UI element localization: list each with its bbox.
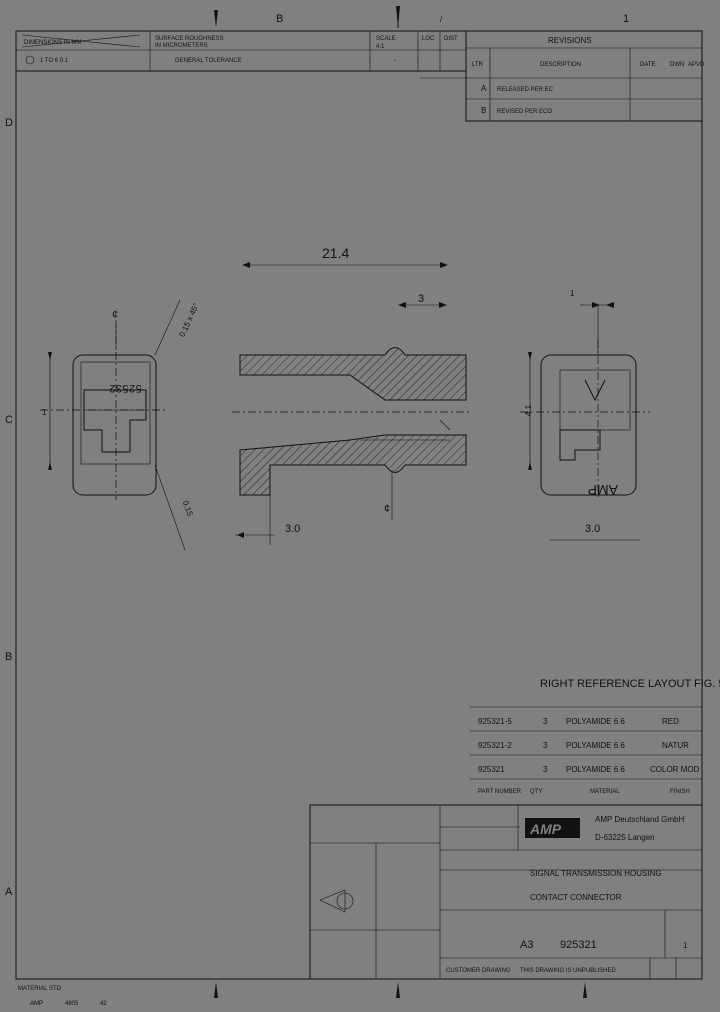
rev-row-a-desc: RELEASED PER EC xyxy=(497,87,554,93)
rev-col-dwn: DWN xyxy=(670,62,684,68)
rev-row-b-desc: REVISED PER ECO xyxy=(497,109,552,115)
footer-notes: MATERIAL STD AMP 4805 42 xyxy=(18,986,107,1007)
right-part-mark: AMP xyxy=(588,482,618,498)
row2-qty: 3 xyxy=(543,741,548,750)
rev-col-desc: DESCRIPTION xyxy=(540,62,581,68)
unpublished-note: THIS DRAWING IS UNPUBLISHED xyxy=(520,968,616,974)
svg-text:4:1: 4:1 xyxy=(376,44,385,50)
drawing-title-1: SIGNAL TRANSMISSION HOUSING xyxy=(530,869,662,878)
svg-text:-: - xyxy=(394,58,396,64)
diag-bottom-dim: 0.15 xyxy=(181,499,195,517)
zone-label-a: A xyxy=(5,886,13,898)
zone-label-d: D xyxy=(5,117,13,129)
row3-color: COLOR MOD xyxy=(650,765,700,774)
top-left-title-strip: DIMENSIONS IN MM 1 TO 6 0.1 SURFACE ROUG… xyxy=(15,30,467,72)
company-sub: AMP Deutschland GmbH xyxy=(595,815,684,824)
row1-part: 925321-5 xyxy=(478,717,512,726)
footer-finish: FINISH xyxy=(670,789,690,795)
row2-part: 925321-2 xyxy=(478,741,512,750)
company-logo: AMP xyxy=(529,821,562,837)
diag-top-dim: 0.15 x 45° xyxy=(178,302,201,339)
rev-row-a-ltr: A xyxy=(481,84,487,93)
svg-text:GENERAL TOLERANCE: GENERAL TOLERANCE xyxy=(175,58,242,64)
top-offset-dim: 3 xyxy=(418,293,424,305)
svg-text:SURFACE ROUGHNESS: SURFACE ROUGHNESS xyxy=(155,36,224,42)
footer-note-4: 42 xyxy=(100,1001,107,1007)
zone-label-b: B xyxy=(5,651,12,663)
svg-text:/: / xyxy=(440,15,443,24)
rev-row-b-ltr: B xyxy=(481,106,486,115)
zone-label-top-1: 1 xyxy=(623,13,629,25)
dwg-sheet: 1 xyxy=(683,941,688,950)
customer-drawing-label: CUSTOMER DRAWING xyxy=(446,968,511,974)
dwg-number: 925321 xyxy=(560,939,597,951)
svg-text:1 TO 6 0.1: 1 TO 6 0.1 xyxy=(40,58,69,64)
left-front-view: 52532 1 ¢ 0.15 x 45° 0.15 xyxy=(40,299,201,551)
right-top-dim: 1 xyxy=(570,289,575,298)
left-part-mark: 52532 xyxy=(109,381,142,393)
footer-note-3: 4805 xyxy=(65,1001,79,1007)
svg-text:IN MICROMETERS: IN MICROMETERS xyxy=(155,43,208,49)
row1-color: RED xyxy=(662,717,679,726)
parts-table: RIGHT REFERENCE LAYOUT FIG. 5 925321-5 3… xyxy=(470,678,720,795)
footer-note-1: MATERIAL STD xyxy=(18,986,62,992)
svg-text:LOC: LOC xyxy=(422,36,435,42)
row1-material: POLYAMIDE 6.6 xyxy=(566,717,625,726)
svg-text:SCALE: SCALE xyxy=(376,36,396,42)
bottom-left-dim: 3.0 xyxy=(285,523,300,535)
company-location: D-63225 Langen xyxy=(595,833,655,842)
middle-section-view: 21.4 3 3.0 ¢ xyxy=(232,245,470,545)
footer-part: PART NUMBER xyxy=(478,789,522,795)
rev-col-date: DATE xyxy=(640,62,656,68)
svg-text:DIMENSIONS IN MM: DIMENSIONS IN MM xyxy=(24,40,81,46)
row3-part: 925321 xyxy=(478,765,505,774)
row2-material: POLYAMIDE 6.6 xyxy=(566,741,625,750)
footer-qty: QTY xyxy=(530,789,542,795)
zone-label-c: C xyxy=(5,414,13,426)
zone-markers-top: B 1 / xyxy=(214,6,629,28)
drawing-title-2: CONTACT CONNECTOR xyxy=(530,893,622,902)
row3-qty: 3 xyxy=(543,765,548,774)
right-bottom-dim: 3.0 xyxy=(585,523,600,535)
revision-header: REVISIONS xyxy=(548,36,592,45)
rev-col-apvd: APVD xyxy=(688,62,705,68)
row2-color: NATUR xyxy=(662,741,689,750)
right-rear-view: AMP 1 4.1 3.0 xyxy=(520,289,650,541)
svg-text:¢: ¢ xyxy=(384,503,390,515)
footer-material: MATERIAL xyxy=(590,789,620,795)
parts-table-heading: RIGHT REFERENCE LAYOUT FIG. 5 xyxy=(540,678,720,690)
footer-note-2: AMP xyxy=(30,1001,43,1007)
svg-text:DIST: DIST xyxy=(444,36,458,42)
zone-label-top-b: B xyxy=(276,13,283,25)
title-block: AMP AMP Deutschland GmbH D-63225 Langen … xyxy=(309,804,703,980)
overall-length-dim: 21.4 xyxy=(322,245,349,261)
zone-markers-bottom xyxy=(214,982,587,998)
right-height-dim: 4.1 xyxy=(524,404,533,416)
left-height-dim: 1 xyxy=(42,408,47,417)
revision-block: REVISIONS LTR DESCRIPTION DATE DWN APVD … xyxy=(420,30,705,122)
svg-text:¢: ¢ xyxy=(112,309,118,321)
rev-col-ltr: LTR xyxy=(472,62,484,68)
row1-qty: 3 xyxy=(543,717,548,726)
row3-material: POLYAMIDE 6.6 xyxy=(566,765,625,774)
dwg-size: A3 xyxy=(520,939,533,951)
